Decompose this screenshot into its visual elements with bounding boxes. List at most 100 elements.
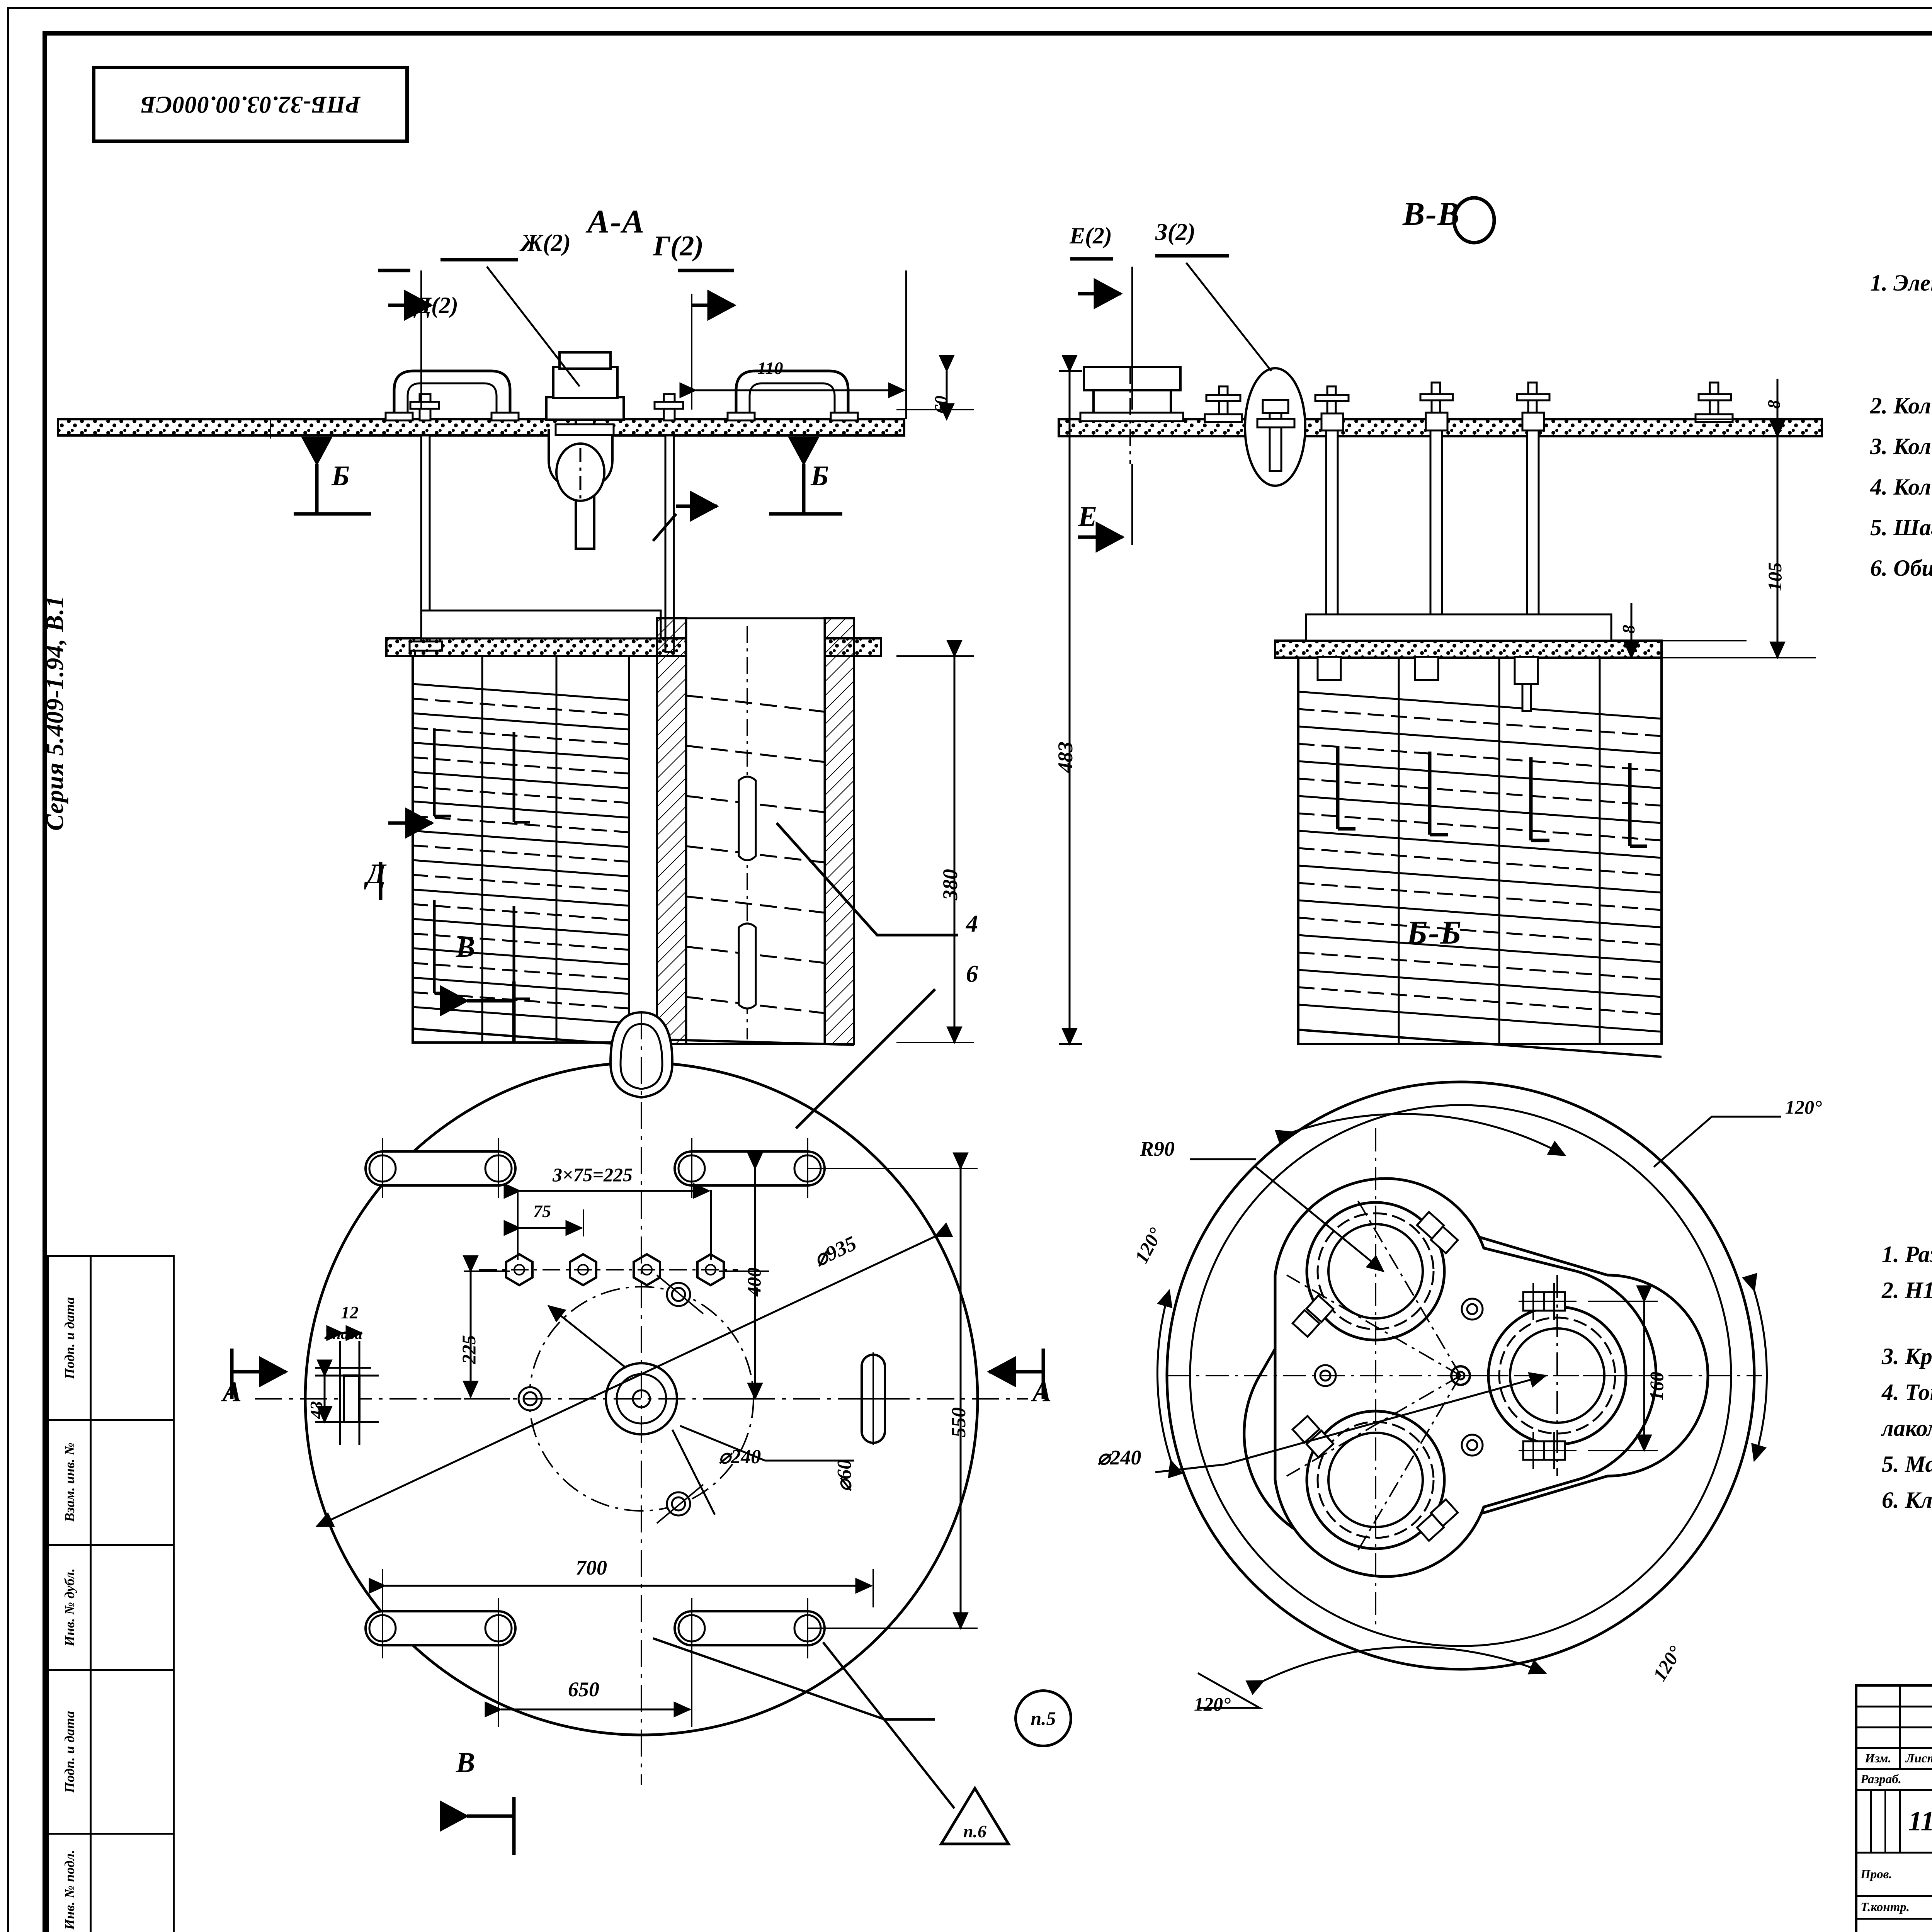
tb-rev-cell — [1857, 1728, 1901, 1749]
spec-row: 4. Количество труб, шт.3 — [1870, 474, 1932, 500]
tb-lit-cell — [1886, 1791, 1899, 1852]
dim-75: 75 — [533, 1201, 551, 1221]
tb-header-list: Лист — [1901, 1749, 1932, 1770]
spec-label: 1. Электронагреватели открытого типа; — [1870, 270, 1932, 296]
dim-160: 160 — [1646, 1372, 1667, 1401]
requirement-item: 4. Токоподводящие провода изолировать ки… — [1882, 1379, 1932, 1441]
dim-483: 483 — [1054, 742, 1077, 773]
left-strip-value — [92, 1671, 173, 1833]
spec-label: 3. Количество витков спирали, шт. — [1870, 434, 1932, 459]
section-marker-a-left: А — [223, 1376, 242, 1408]
dim-dia240-plan: ⌀240 — [719, 1446, 761, 1468]
left-strip-caption: Взам. инв. № — [49, 1421, 92, 1544]
dim-8-top: 8 — [1764, 400, 1784, 409]
drawing-number-box: РПБ-32.03.00.000СБ — [92, 66, 409, 143]
drawing-number-text: РПБ-32.03.00.000СБ — [140, 91, 361, 118]
dim-550: 550 — [948, 1407, 970, 1437]
note-balloon-p5: п.5 — [1014, 1689, 1072, 1747]
tb-lit-cell — [1872, 1791, 1886, 1852]
technical-characteristics-list: 1. Электронагреватели открытого типа; спи… — [1870, 270, 1932, 580]
section-marker-a-right: А — [1032, 1376, 1052, 1408]
dim-380: 380 — [939, 869, 962, 900]
dim-60: 60 — [931, 396, 951, 413]
section-marker-z2: З(2) — [1155, 219, 1196, 245]
note-balloon-p6: п.6 — [938, 1785, 1012, 1847]
dim-r90: R90 — [1140, 1137, 1175, 1160]
sheet-outer-frame — [7, 7, 1932, 1932]
requirement-item: 5. Маркировать Чк. — [1882, 1451, 1932, 1477]
dim-3x75: 3×75=225 — [553, 1164, 633, 1185]
title-block: РПБ-32.03.00. 000 СБ Изм. Лист №докум. П… — [1855, 1684, 1932, 1932]
angle-120-1: 120° — [1785, 1096, 1822, 1118]
left-strip-caption: Инв. № подл. — [49, 1835, 92, 1932]
left-margin-strip: Подп. и дата Взам. инв. № Инв. № дубл. П… — [47, 1255, 175, 1932]
dim-dia60: ⌀60 — [833, 1459, 855, 1492]
requirement-item: 6. Клеймить Кк. — [1882, 1487, 1932, 1513]
spec-label: ферроникелевая проволока, Ф мм — [1870, 353, 1932, 378]
dim-650: 650 — [568, 1678, 599, 1701]
tb-rev-cell — [1901, 1728, 1932, 1749]
left-strip-row: Подп. и дата — [49, 1257, 173, 1421]
dim-2-slots: 2паза — [325, 1325, 362, 1342]
dim-43: 43 — [306, 1401, 326, 1419]
spec-row: 5. Шаг между витками, мм.15 — [1870, 515, 1932, 540]
left-strip-row: Инв. № дубл. — [49, 1546, 173, 1671]
spec-row: ферроникелевая проволока, Ф мм0,8 — [1870, 353, 1932, 378]
tb-mass-value: 11 — [1901, 1791, 1932, 1854]
section-marker-v-top: В — [456, 932, 475, 963]
spec-label: 6. Общая номинальная мощность, кВт. — [1870, 555, 1932, 581]
section-marker-g2: Г(2) — [653, 230, 704, 262]
left-strip-row: Подп. и дата — [49, 1670, 173, 1835]
spec-row: 3. Количество витков спирали, шт.15,5 — [1870, 434, 1932, 459]
dim-105: 105 — [1764, 562, 1786, 591]
section-marker-e-bottom: Е — [1078, 501, 1097, 532]
left-strip-value — [92, 1421, 173, 1544]
section-marker-e2: Е(2) — [1070, 223, 1112, 248]
left-strip-row: Взам. инв. № — [49, 1421, 173, 1546]
tb-rev-cell — [1857, 1708, 1901, 1728]
technical-requirements-list: 1. Размеры для справок. 2. H14; h14; ±JT… — [1882, 1236, 1932, 1518]
view-title-aa: А-А — [587, 203, 645, 240]
left-strip-row: Инв. № подл. — [49, 1835, 173, 1932]
dim-700: 700 — [576, 1556, 607, 1579]
tb-rev-cell — [1901, 1687, 1932, 1708]
left-strip-caption: Подп. и дата — [49, 1257, 92, 1419]
view-title-vv: В-В — [1403, 195, 1461, 232]
tb-header-izm: Изм. — [1857, 1749, 1901, 1770]
section-marker-b-right: Б — [811, 460, 829, 492]
part-callout-6: 6 — [966, 961, 978, 987]
tb-lit-cell — [1857, 1791, 1872, 1852]
tb-role-tkontr: Т.контр. — [1857, 1897, 1932, 1920]
dim-110: 110 — [757, 358, 783, 378]
left-strip-caption: Инв. № дубл. — [49, 1546, 92, 1669]
spec-row: 6. Общая номинальная мощность, кВт.9,6 — [1870, 555, 1932, 581]
tolerance-prefix: 2. H14; h14; ± — [1882, 1277, 1932, 1303]
section-marker-zh2: Ж(2) — [521, 230, 571, 256]
requirement-item: 3. Крышку покрыть эмалью ПКЭ-19 — [1882, 1344, 1932, 1369]
tb-rev-cell — [1901, 1708, 1932, 1728]
left-strip-value — [92, 1546, 173, 1669]
left-strip-caption: Подп. и дата — [49, 1670, 92, 1833]
left-strip-value — [92, 1257, 173, 1419]
tb-role-blank — [1857, 1920, 1932, 1932]
requirement-item: 2. H14; h14; ±JT142. — [1882, 1272, 1932, 1338]
spec-row: спираль, Ф мм8 — [1870, 312, 1932, 337]
tb-role-prov: Пров. — [1857, 1854, 1932, 1897]
spec-label: 5. Шаг между витками, мм. — [1870, 514, 1932, 540]
dim-dia240-bb: ⌀240 — [1097, 1446, 1141, 1469]
sheet-inner-frame — [43, 31, 1932, 1932]
section-marker-v-bottom: В — [456, 1747, 475, 1779]
section-marker-d-bottom: Д — [366, 858, 386, 890]
tb-role-razrab: Разраб. — [1857, 1770, 1932, 1791]
section-marker-b-left: Б — [332, 460, 350, 492]
dim-225: 225 — [458, 1335, 480, 1364]
tb-literature-cells — [1857, 1791, 1901, 1854]
spec-row: 2. Количество спиралей на трубе, шт.1 — [1870, 393, 1932, 418]
requirement-item: 1. Размеры для справок. — [1882, 1242, 1932, 1267]
spec-label: 4. Количество труб, шт. — [1870, 474, 1932, 500]
angle-120-3: 120° — [1194, 1693, 1231, 1715]
spec-row: 1. Электронагреватели открытого типа; — [1870, 270, 1932, 296]
series-label: Серия 5.409-1.94, В.1 — [41, 595, 68, 831]
left-strip-value — [92, 1835, 173, 1932]
